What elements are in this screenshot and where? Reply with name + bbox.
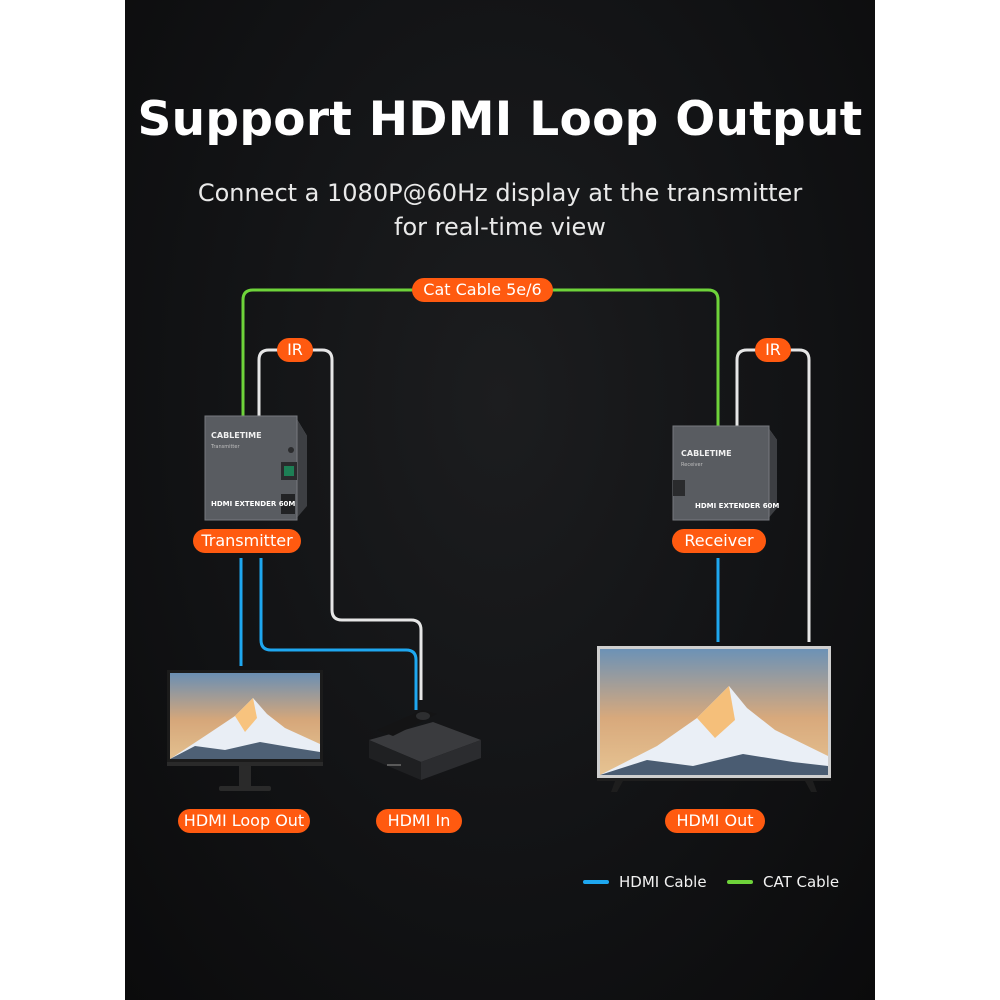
svg-text:Receiver: Receiver <box>681 462 704 468</box>
poster: Support HDMI Loop Output Connect a 1080P… <box>125 0 875 1000</box>
page-title: Support HDMI Loop Output <box>137 92 863 147</box>
svg-text:Transmitter: Transmitter <box>210 444 240 450</box>
ir-label-left: IR <box>277 338 313 362</box>
subtitle-line-2: for real-time view <box>394 213 606 241</box>
receiver-label: Receiver <box>672 529 766 553</box>
transmitter-brand: CABLETIME <box>211 431 262 440</box>
legend-hdmi-cable: HDMI Cable <box>583 872 707 892</box>
legend-cat-swatch <box>727 880 753 884</box>
receiver-box: CABLETIME Receiver HDMI EXTENDER 60M <box>672 425 779 521</box>
transmitter-label: Transmitter <box>193 529 301 553</box>
tv <box>597 646 831 792</box>
cat-cable-label: Cat Cable 5e/6 <box>412 278 553 302</box>
subtitle-line-1: Connect a 1080P@60Hz display at the tran… <box>197 179 803 207</box>
legend-cat-text: CAT Cable <box>763 873 840 891</box>
hdmi-loop-out-label: HDMI Loop Out <box>178 809 310 833</box>
media-player-box <box>369 710 481 780</box>
hdmi-in-label: HDMI In <box>376 809 462 833</box>
receiver-model: HDMI EXTENDER 60M <box>695 502 779 510</box>
legend-cat-cable: CAT Cable <box>727 872 839 892</box>
ir-cable-left-line <box>257 348 423 700</box>
ir-label-right: IR <box>755 338 791 362</box>
transmitter-model: HDMI EXTENDER 60M <box>211 500 295 508</box>
cable-wiring <box>239 288 811 710</box>
monitor <box>167 670 323 791</box>
legend-hdmi-swatch <box>583 880 609 884</box>
transmitter-box: CABLETIME Transmitter HDMI EXTENDER 60M <box>204 415 307 521</box>
receiver-brand: CABLETIME <box>681 449 732 458</box>
hdmi-out-label: HDMI Out <box>665 809 765 833</box>
legend-hdmi-text: HDMI Cable <box>619 873 707 891</box>
remote-control <box>377 710 437 736</box>
page-subtitle: Connect a 1080P@60Hz display at the tran… <box>125 176 875 244</box>
hdmi-in-line <box>259 558 418 710</box>
